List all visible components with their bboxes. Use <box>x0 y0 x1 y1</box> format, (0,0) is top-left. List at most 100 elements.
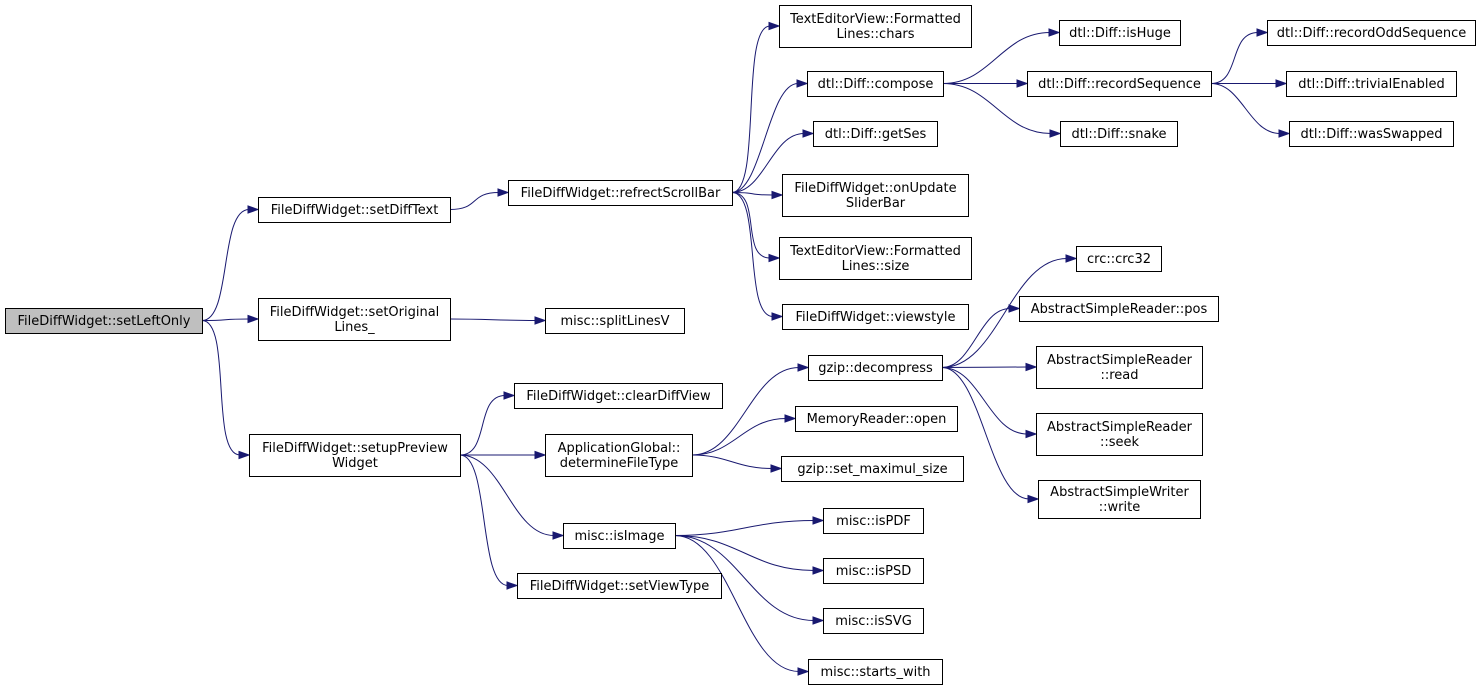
node-label: AbstractSimpleReader <box>1047 420 1193 435</box>
node-is-svg[interactable]: misc::isSVG <box>823 608 924 634</box>
node-clear-diff-view[interactable]: FileDiffWidget::clearDiffView <box>514 383 723 409</box>
node-viewstyle[interactable]: FileDiffWidget::viewstyle <box>782 304 969 330</box>
node-box <box>1076 246 1162 272</box>
edge-set-left-only-to-set-diff-text <box>201 205 260 321</box>
node-label: misc::isSVG <box>835 614 912 629</box>
node-box <box>1019 296 1219 322</box>
edge-compose-to-snake <box>942 83 1062 138</box>
node-refrect-scroll-bar[interactable]: FileDiffWidget::refrectScrollBar <box>508 180 733 206</box>
node-label: dtl::Diff::getSes <box>825 127 927 142</box>
node-box <box>1286 71 1457 97</box>
node-starts-with[interactable]: misc::starts_with <box>808 659 943 685</box>
node-label: FileDiffWidget::clearDiffView <box>526 389 711 404</box>
edge-decompress-to-write <box>941 367 1040 504</box>
edge-determine-file-type-to-decompress <box>691 363 810 456</box>
node-label: Lines::size <box>842 259 910 274</box>
node-set-diff-text[interactable]: FileDiffWidget::setDiffText <box>258 197 451 223</box>
edge-set-original-lines-to-split-lines-v <box>449 316 547 325</box>
node-box <box>1027 71 1212 97</box>
node-box <box>258 197 451 223</box>
node-label: SliderBar <box>846 196 906 211</box>
node-label: MemoryReader::open <box>807 412 947 427</box>
node-compose[interactable]: dtl::Diff::compose <box>807 71 944 97</box>
node-was-swapped[interactable]: dtl::Diff::wasSwapped <box>1289 121 1454 147</box>
node-box <box>823 558 924 584</box>
node-box <box>782 304 969 330</box>
node-box <box>808 659 943 685</box>
node-set-view-type[interactable]: FileDiffWidget::setViewType <box>517 573 722 599</box>
edge-refrect-scroll-bar-to-chars <box>731 21 781 193</box>
node-label: misc::isPSD <box>836 564 911 579</box>
edge-set-diff-text-to-refrect-scroll-bar <box>449 188 510 210</box>
node-box <box>1036 413 1203 456</box>
edge-setup-preview-widget-to-set-view-type <box>459 454 519 590</box>
node-get-ses[interactable]: dtl::Diff::getSes <box>813 121 938 147</box>
edge-refrect-scroll-bar-to-viewstyle <box>731 192 784 321</box>
node-box <box>782 174 969 217</box>
node-is-pdf[interactable]: misc::isPDF <box>823 508 924 534</box>
node-label: FileDiffWidget::onUpdate <box>794 181 956 196</box>
edge-decompress-to-crc32 <box>941 254 1078 368</box>
node-open[interactable]: MemoryReader::open <box>795 406 958 432</box>
node-is-huge[interactable]: dtl::Diff::isHuge <box>1059 20 1181 46</box>
edge-setup-preview-widget-to-is-image <box>459 454 565 540</box>
node-label: misc::isPDF <box>836 514 911 529</box>
node-box <box>545 434 693 477</box>
node-box <box>1267 20 1476 46</box>
node-label: dtl::Diff::snake <box>1071 127 1166 142</box>
node-box <box>508 180 733 206</box>
node-label: TextEditorView::Formatted <box>789 244 961 259</box>
edge-record-sequence-to-was-swapped <box>1210 83 1291 138</box>
node-box <box>1059 20 1181 46</box>
node-label: dtl::Diff::wasSwapped <box>1300 127 1442 142</box>
node-is-psd[interactable]: misc::isPSD <box>823 558 924 584</box>
node-set-left-only[interactable]: FileDiffWidget::setLeftOnly <box>5 308 203 334</box>
edge-compose-to-is-huge <box>942 28 1061 84</box>
node-set-maximul-size[interactable]: gzip::set_maximul_size <box>781 456 964 482</box>
node-label: determineFileType <box>560 456 679 471</box>
node-label: dtl::Diff::trivialEnabled <box>1298 77 1445 92</box>
node-read[interactable]: AbstractSimpleReader::read <box>1036 346 1203 389</box>
edge-determine-file-type-to-set-maximul-size <box>691 454 783 473</box>
node-label: gzip::set_maximul_size <box>797 462 947 477</box>
node-box <box>249 434 461 477</box>
node-box <box>779 5 972 48</box>
node-label: ::seek <box>1100 435 1140 450</box>
node-box <box>808 355 943 381</box>
node-label: dtl::Diff::recordSequence <box>1038 77 1201 92</box>
node-label: dtl::Diff::recordOddSequence <box>1277 26 1466 41</box>
node-determine-file-type[interactable]: ApplicationGlobal::determineFileType <box>545 434 693 477</box>
node-decompress[interactable]: gzip::decompress <box>808 355 943 381</box>
node-label: ::write <box>1099 500 1140 515</box>
node-crc32[interactable]: crc::crc32 <box>1076 246 1162 272</box>
node-pos[interactable]: AbstractSimpleReader::pos <box>1019 296 1219 322</box>
edge-setup-preview-widget-to-determine-file-type <box>459 450 547 460</box>
node-box <box>1036 346 1203 389</box>
edge-decompress-to-pos <box>941 304 1021 368</box>
edge-compose-to-record-sequence <box>943 79 1029 88</box>
node-box <box>781 456 964 482</box>
edge-record-sequence-to-record-odd-sequence <box>1210 28 1269 84</box>
node-box <box>1060 121 1178 147</box>
node-box <box>545 308 685 334</box>
node-seek[interactable]: AbstractSimpleReader::seek <box>1036 413 1203 456</box>
edge-is-image-to-starts-with <box>674 535 810 676</box>
node-snake[interactable]: dtl::Diff::snake <box>1060 121 1178 147</box>
node-split-lines-v[interactable]: misc::splitLinesV <box>545 308 685 334</box>
node-label: FileDiffWidget::setDiffText <box>271 203 439 218</box>
node-label: FileDiffWidget::setOriginal <box>270 305 440 320</box>
node-label: crc::crc32 <box>1087 252 1151 267</box>
node-record-odd-sequence[interactable]: dtl::Diff::recordOddSequence <box>1267 20 1476 46</box>
node-record-sequence[interactable]: dtl::Diff::recordSequence <box>1027 71 1212 97</box>
node-box <box>517 573 722 599</box>
node-label: ApplicationGlobal:: <box>558 441 681 456</box>
node-is-image[interactable]: misc::isImage <box>563 523 676 549</box>
node-write[interactable]: AbstractSimpleWriter::write <box>1038 480 1201 519</box>
node-trivial-enabled[interactable]: dtl::Diff::trivialEnabled <box>1286 71 1457 97</box>
